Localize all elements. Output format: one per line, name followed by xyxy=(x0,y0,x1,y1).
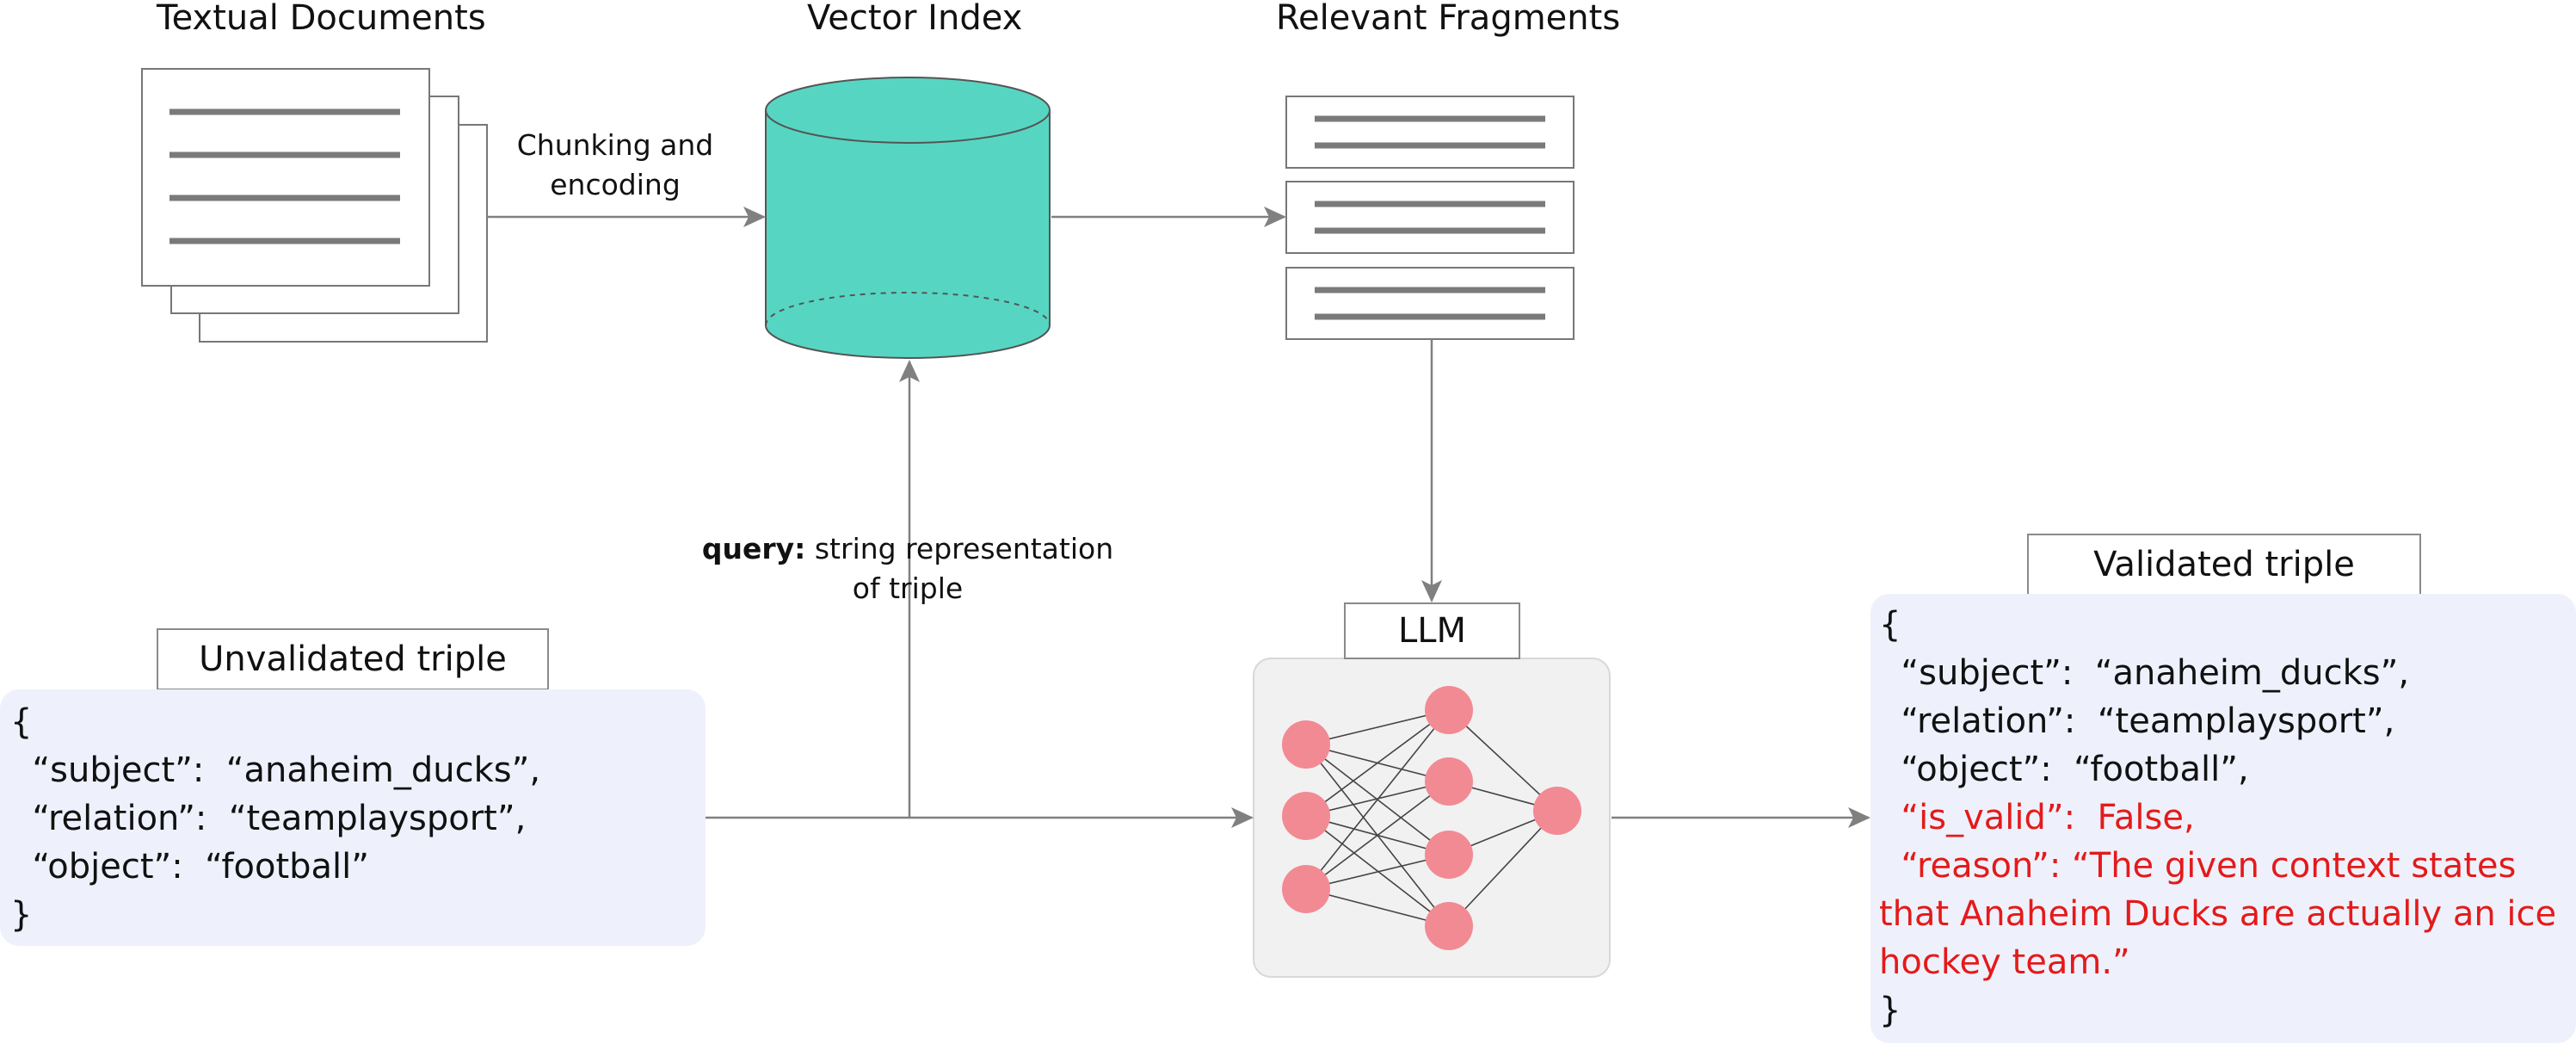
json-line: { xyxy=(10,702,33,742)
unvalidated-triple-label: Unvalidated triple xyxy=(157,628,549,690)
json-line-is-valid: “is_valid”: False, xyxy=(1879,798,2195,837)
llm-label: LLM xyxy=(1344,602,1520,659)
fragments-title: Relevant Fragments xyxy=(1276,0,1621,38)
query-label-rest: string representation xyxy=(805,532,1114,565)
index-title: Vector Index xyxy=(807,0,1023,38)
chunking-label-line2: encoding xyxy=(550,168,681,201)
json-line: } xyxy=(1879,991,1901,1030)
fragments-icon xyxy=(1285,96,1575,340)
unvalidated-triple-panel: { “subject”: “anaheim_ducks”, “relation”… xyxy=(0,689,706,946)
validated-triple-panel: { “subject”: “anaheim_ducks”, “relation”… xyxy=(1870,594,2576,1043)
json-line: { xyxy=(1879,605,1901,645)
query-label-line2: of triple xyxy=(852,571,964,605)
validated-triple-label: Validated triple xyxy=(2027,534,2421,596)
json-line: “object”: “football” xyxy=(10,847,369,886)
json-line: “subject”: “anaheim_ducks”, xyxy=(10,751,541,790)
database-cylinder-icon xyxy=(765,77,1051,359)
json-line: “relation”: “teamplaysport”, xyxy=(1879,701,2395,741)
neural-network-icon xyxy=(1282,686,1581,950)
json-line: } xyxy=(10,895,33,935)
json-line: “object”: “football”, xyxy=(1879,750,2249,789)
json-line: “subject”: “anaheim_ducks”, xyxy=(1879,653,2410,693)
json-line: “relation”: “teamplaysport”, xyxy=(10,799,527,838)
json-line-reason: “reason”: “The given context states xyxy=(1879,846,2517,886)
chunking-label: Chunking and encoding xyxy=(503,126,727,205)
json-line-reason: that Anaheim Ducks are actually an ice xyxy=(1879,894,2557,934)
chunking-label-line1: Chunking and xyxy=(516,128,714,162)
query-label-bold: query: xyxy=(701,532,806,565)
query-label: query: string representation of triple xyxy=(688,529,1127,608)
document-stack-icon xyxy=(141,68,488,343)
json-line-reason: hockey team.” xyxy=(1879,942,2130,982)
documents-title: Textual Documents xyxy=(157,0,486,38)
